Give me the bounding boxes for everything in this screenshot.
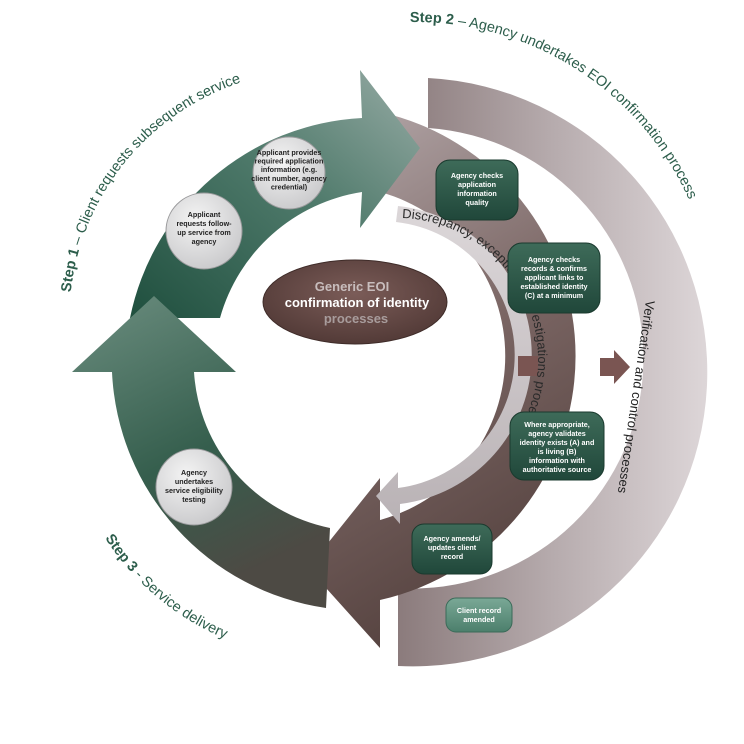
connector-square <box>518 356 538 376</box>
discrepancy-arrow <box>376 206 532 524</box>
text-line: information <box>457 189 497 198</box>
center-line2: confirmation of identity <box>285 295 430 310</box>
text-line: applicant links to <box>525 273 584 282</box>
text-line: Applicant provides <box>257 148 322 157</box>
center-title: Generic EOI confirmation of identity pro… <box>262 259 448 345</box>
text-line: information (e.g. <box>261 165 317 174</box>
text-line: records & confirms <box>521 264 587 273</box>
text-line: requests follow- <box>176 219 232 228</box>
text-line: record <box>441 552 463 561</box>
text-line: application <box>458 180 496 189</box>
text-line: quality <box>465 198 488 207</box>
text-line: required application <box>255 157 324 166</box>
text-line: up service from <box>177 228 231 237</box>
connector-arrow <box>600 350 630 384</box>
text-line: undertakes <box>175 477 213 486</box>
text-line: identity exists (A) and <box>520 438 595 447</box>
text-line: Agency checks <box>528 255 580 264</box>
text-line: Agency amends/ <box>423 534 480 543</box>
text-line: testing <box>182 495 206 504</box>
verification-band <box>398 78 708 667</box>
text-line: Agency checks <box>451 171 503 180</box>
text-line: client number, agency <box>251 174 327 183</box>
text-line: information with <box>529 456 585 465</box>
center-line3: processes <box>324 311 388 326</box>
text-line: authoritative source <box>523 465 592 474</box>
text-line: established identity <box>520 282 587 291</box>
text-line: agency <box>192 237 217 246</box>
step2-arrow <box>308 112 576 648</box>
text-line: is living (B) <box>538 447 577 456</box>
text-line: Where appropriate, <box>524 420 590 429</box>
center-line1: Generic EOI <box>315 279 389 294</box>
text-line: Client record <box>457 606 501 615</box>
text-line: updates client <box>428 543 477 552</box>
text-line: Agency <box>181 468 207 477</box>
text-line: (C) at a minimum <box>525 291 583 300</box>
text-line: service eligibility <box>165 486 223 495</box>
text-line: amended <box>463 615 495 624</box>
text-line: agency validates <box>528 429 586 438</box>
text-line: credential) <box>271 182 308 191</box>
text-line: Applicant <box>188 210 221 219</box>
